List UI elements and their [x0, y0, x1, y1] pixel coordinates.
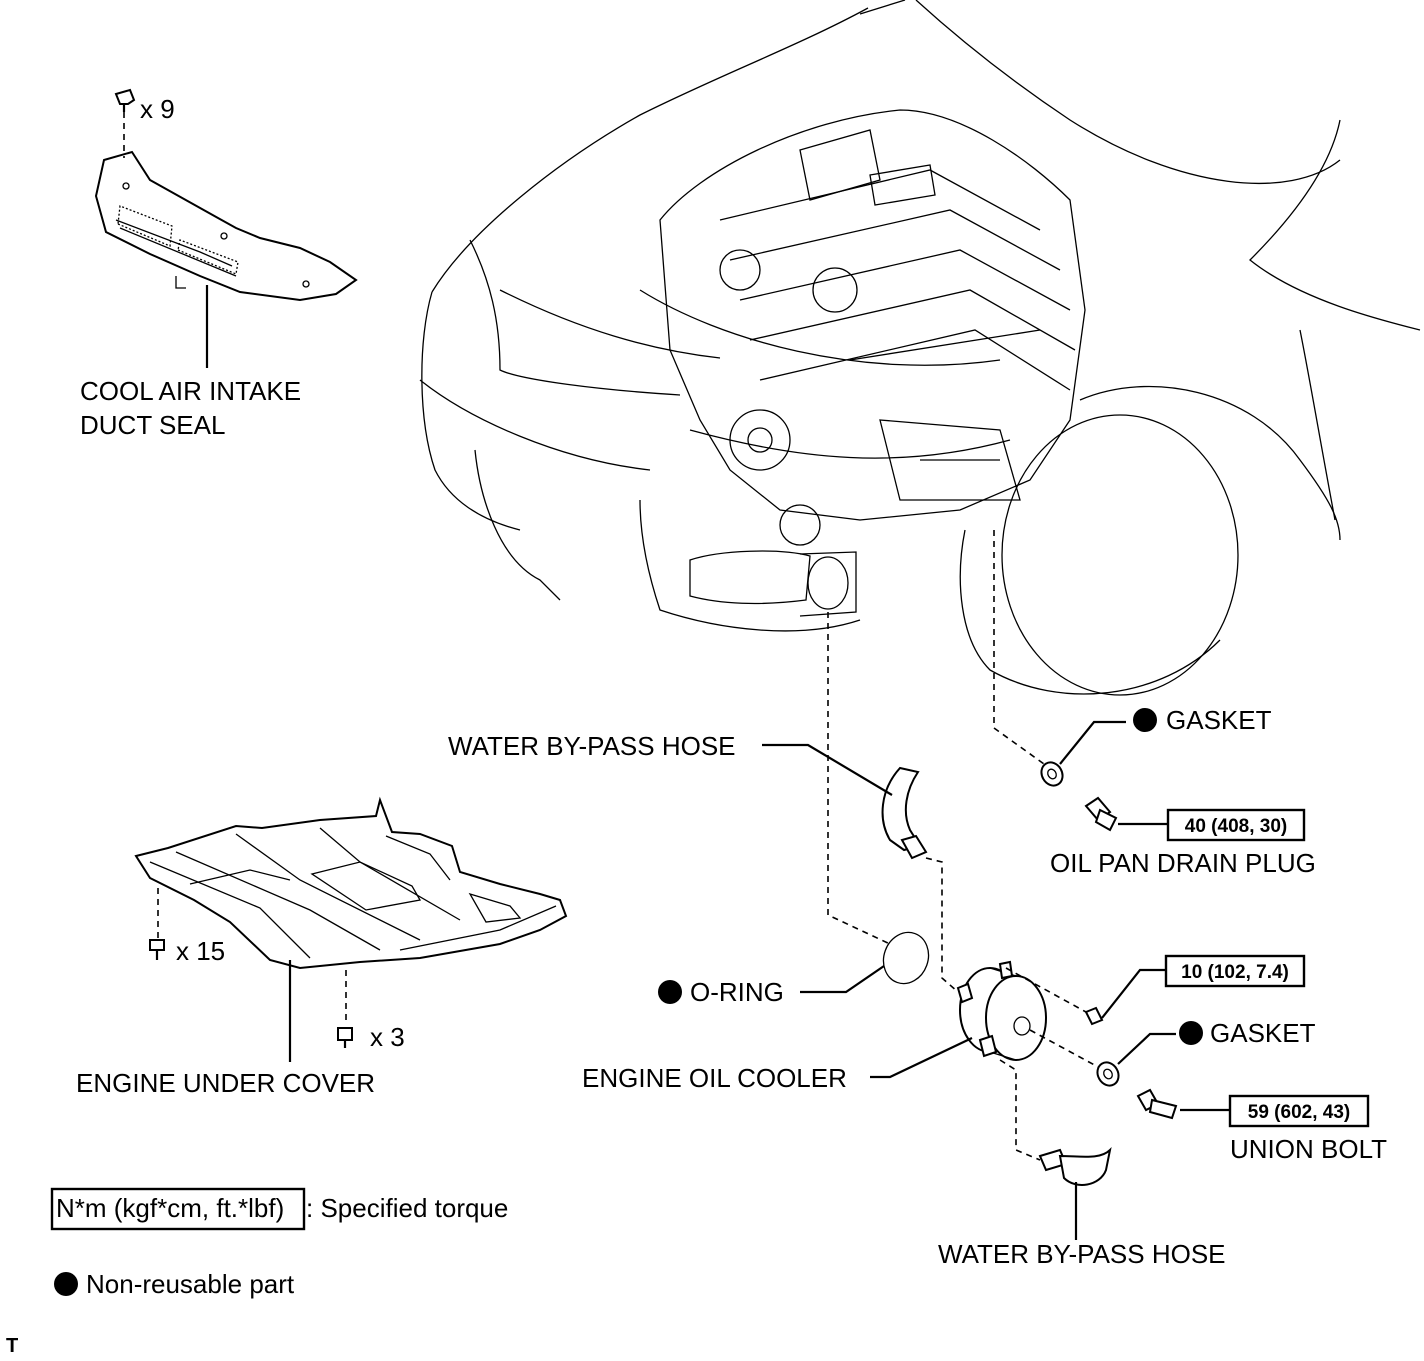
cooler-hose-dashed	[925, 857, 959, 993]
oring-leader-dashed	[827, 612, 891, 945]
water-bypass-hose-upper	[881, 766, 928, 860]
oring-leader-line	[800, 965, 885, 994]
union-bolt-gasket	[1096, 1061, 1120, 1087]
drain-plug-torque-value: 40 (408, 30)	[1185, 816, 1287, 837]
oil-pan-drain-plug	[1084, 796, 1118, 832]
oil-pan-drain-plug-label: OIL PAN DRAIN PLUG	[1050, 848, 1316, 878]
o-ring	[882, 931, 930, 985]
qty-x9-label: x 9	[140, 94, 175, 124]
drain-plug-gasket	[1040, 761, 1064, 787]
qty-x15-label: x 15	[176, 936, 225, 966]
torque-legend-box	[50, 1187, 306, 1231]
torque-legend-box-text: N*m (kgf*cm, ft.*lbf)	[56, 1193, 284, 1223]
page-marker: T	[6, 1335, 18, 1357]
bolt-icon-x3	[337, 1027, 353, 1048]
qty-x3-label: x 3	[370, 1022, 405, 1052]
legend: N*m (kgf*cm, ft.*lbf) : Specified torque…	[50, 1187, 508, 1299]
hose-lower-dashed	[999, 1059, 1041, 1161]
non-reusable-mark-gasket-upper	[1133, 708, 1157, 732]
union-dashed	[1029, 1029, 1101, 1069]
water-bypass-hose-lower-label: WATER BY-PASS HOSE	[938, 1239, 1226, 1269]
engine-oil-cooler	[956, 960, 1047, 1061]
union-bolt-torque-value: 59 (602, 43)	[1248, 1102, 1350, 1123]
non-reusable-mark-oring	[658, 980, 682, 1004]
gasket-lower-label: GASKET	[1210, 1018, 1316, 1048]
cooler-bolt	[1084, 1006, 1104, 1026]
engine-oil-cooler-label: ENGINE OIL COOLER	[582, 1063, 847, 1093]
cooler-bolt-leader-line	[1101, 968, 1166, 1019]
cooler-bolt-torque-box	[1164, 954, 1306, 988]
non-reusable-legend-mark	[54, 1272, 78, 1296]
hose-upper-leader-line	[762, 743, 893, 796]
water-bypass-hose-lower	[1038, 1146, 1112, 1186]
gasket-upper-leader-line	[1059, 720, 1126, 765]
duct-seal-label-line1: COOL AIR INTAKE	[80, 376, 301, 406]
o-ring-label: O-RING	[690, 977, 784, 1007]
drain-leader-dashed	[993, 530, 1045, 765]
engine-under-cover	[134, 796, 568, 970]
cooler-leader-line	[870, 1037, 973, 1079]
cooler-bolt-dashed	[1005, 967, 1087, 1013]
non-reusable-mark-gasket-lower	[1179, 1021, 1203, 1045]
gasket-lower-leader-line	[1117, 1032, 1176, 1065]
union-bolt-torque-box	[1228, 1094, 1370, 1128]
non-reusable-legend-text: Non-reusable part	[86, 1269, 295, 1299]
union-bolt-label: UNION BOLT	[1230, 1134, 1387, 1164]
union-bolt	[1136, 1088, 1178, 1120]
engine-under-cover-label: ENGINE UNDER COVER	[76, 1068, 375, 1098]
drain-plug-torque-box	[1166, 808, 1306, 842]
clip-icon	[114, 88, 136, 112]
bolt-icon-x15	[149, 939, 165, 960]
cooler-bolt-torque-value: 10 (102, 7.4)	[1181, 962, 1289, 983]
torque-legend-text: : Specified torque	[306, 1193, 508, 1223]
water-bypass-hose-upper-label: WATER BY-PASS HOSE	[448, 731, 736, 761]
vehicle-front-illustration	[419, 0, 1421, 696]
gasket-upper-label: GASKET	[1166, 705, 1272, 735]
cool-air-intake-duct-seal	[94, 150, 358, 302]
duct-seal-label-line2: DUCT SEAL	[80, 410, 225, 440]
